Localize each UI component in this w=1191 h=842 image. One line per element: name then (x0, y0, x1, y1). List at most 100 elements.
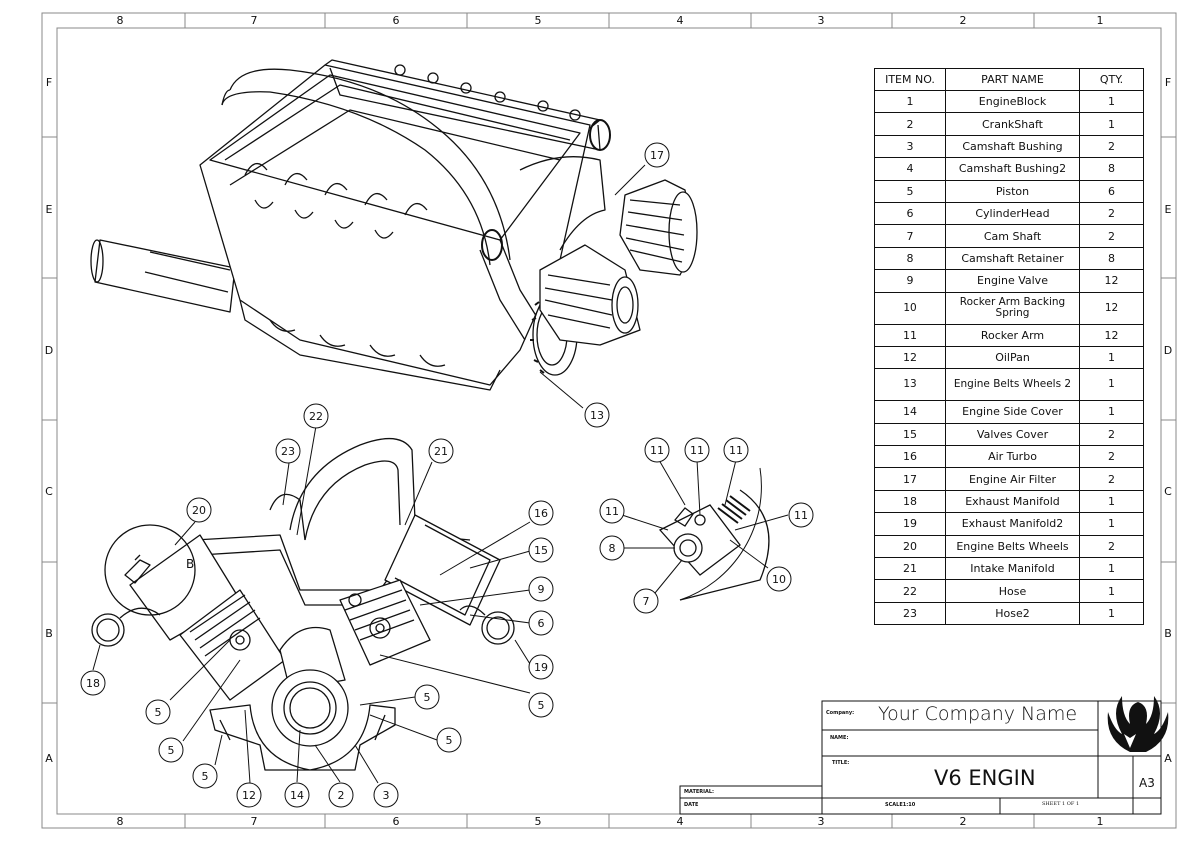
column-zone-label: 5 (535, 14, 542, 27)
balloon-circle (192, 763, 218, 789)
bom-item-no: 22 (874, 579, 946, 603)
bom-item-no: 14 (874, 400, 946, 424)
balloon-circle (528, 500, 554, 526)
bom-part-name: Air Turbo (945, 445, 1080, 469)
balloon-number: 11 (605, 505, 619, 518)
bom-qty: 1 (1079, 89, 1144, 114)
balloon-circle (528, 576, 554, 602)
balloon-number: 3 (383, 789, 390, 802)
bom-qty: 2 (1079, 445, 1144, 469)
balloon-number: 11 (794, 509, 808, 522)
balloon-number: 14 (290, 789, 304, 802)
balloon-circle (766, 566, 792, 592)
balloon-circle (303, 403, 329, 429)
bom-item-no: 5 (874, 179, 946, 203)
balloon-number: 11 (650, 444, 664, 457)
air-filter-lower (539, 244, 641, 346)
balloon-circle (584, 402, 610, 428)
bom-qty: 6 (1079, 179, 1144, 203)
bom-part-name: Engine Side Cover (945, 400, 1080, 424)
bom-item-no: 4 (874, 157, 946, 181)
bom-item-no: 9 (874, 269, 946, 293)
row-zone-label: B (45, 627, 53, 640)
balloon-circle (275, 438, 301, 464)
bom-part-name: Hose (945, 579, 1080, 603)
name-label: NAME: (830, 735, 849, 741)
bom-qty: 8 (1079, 157, 1144, 181)
bom-item-no: 7 (874, 224, 946, 248)
balloon-number: 7 (643, 595, 650, 608)
column-zone-label: 4 (677, 14, 684, 27)
balloon-number: 9 (538, 583, 545, 596)
balloon-circle (236, 782, 262, 808)
bom-item-no: 8 (874, 246, 946, 271)
row-zone-label: D (45, 344, 53, 357)
balloon-circle (599, 498, 625, 524)
balloon-number: 8 (609, 542, 616, 555)
balloon-number: 22 (309, 410, 323, 423)
column-zone-label: 4 (677, 815, 684, 828)
company-label: Company: (826, 710, 855, 716)
row-zone-label: A (1164, 752, 1172, 765)
bom-qty: 12 (1079, 323, 1144, 347)
bom-item-no: 6 (874, 201, 946, 226)
row-zone-label: C (45, 485, 53, 498)
balloon-circle (723, 437, 749, 463)
company-logo-icon (1107, 696, 1169, 752)
column-zone-label: 2 (960, 815, 967, 828)
balloon-number: 21 (434, 445, 448, 458)
air-filter-upper (619, 179, 698, 276)
company-name: Your Company Name (878, 703, 1078, 725)
balloon-number: 11 (729, 444, 743, 457)
row-zone-label: E (1165, 203, 1172, 216)
bom-part-name: Hose2 (945, 601, 1080, 626)
bom-part-name: OilPan (945, 345, 1080, 370)
balloon-number: 5 (168, 744, 175, 757)
column-zone-label: 5 (535, 815, 542, 828)
drawing-title: V6 ENGIN (934, 766, 1036, 790)
bom-qty: 12 (1079, 291, 1144, 325)
bom-part-name: Engine Air Filter (945, 467, 1080, 491)
balloon-circle (414, 684, 440, 710)
balloon-circle (528, 610, 554, 636)
balloon-circle (80, 670, 106, 696)
balloon-number: 6 (538, 617, 545, 630)
balloon-number: 16 (534, 507, 548, 520)
balloon-number: 15 (534, 544, 548, 557)
isometric-engine-view (90, 59, 698, 391)
balloon-circle (284, 782, 310, 808)
bom-qty: 2 (1079, 201, 1144, 226)
leader-lines (92, 164, 789, 784)
balloon-number: 18 (86, 677, 100, 690)
bom-part-name: Piston (945, 179, 1080, 203)
bom-qty: 1 (1079, 601, 1144, 626)
bom-part-name: Rocker Arm Backing Spring (945, 291, 1080, 325)
bom-part-name: Engine Belts Wheels (945, 534, 1080, 559)
column-zone-label: 8 (117, 14, 124, 27)
bom-qty: 1 (1079, 579, 1144, 603)
balloon-circle (633, 588, 659, 614)
bom-item-no: 15 (874, 422, 946, 447)
bom-qty: 2 (1079, 422, 1144, 447)
bom-part-name: Intake Manifold (945, 557, 1080, 581)
bom-qty: 2 (1079, 224, 1144, 248)
bom-header-qty: QTY. (1079, 68, 1144, 91)
balloon-number: 23 (281, 445, 295, 458)
balloon-number: 17 (650, 149, 664, 162)
column-zone-label: 3 (818, 815, 825, 828)
balloon-circle (528, 537, 554, 563)
sheet-size: A3 (1139, 776, 1155, 790)
